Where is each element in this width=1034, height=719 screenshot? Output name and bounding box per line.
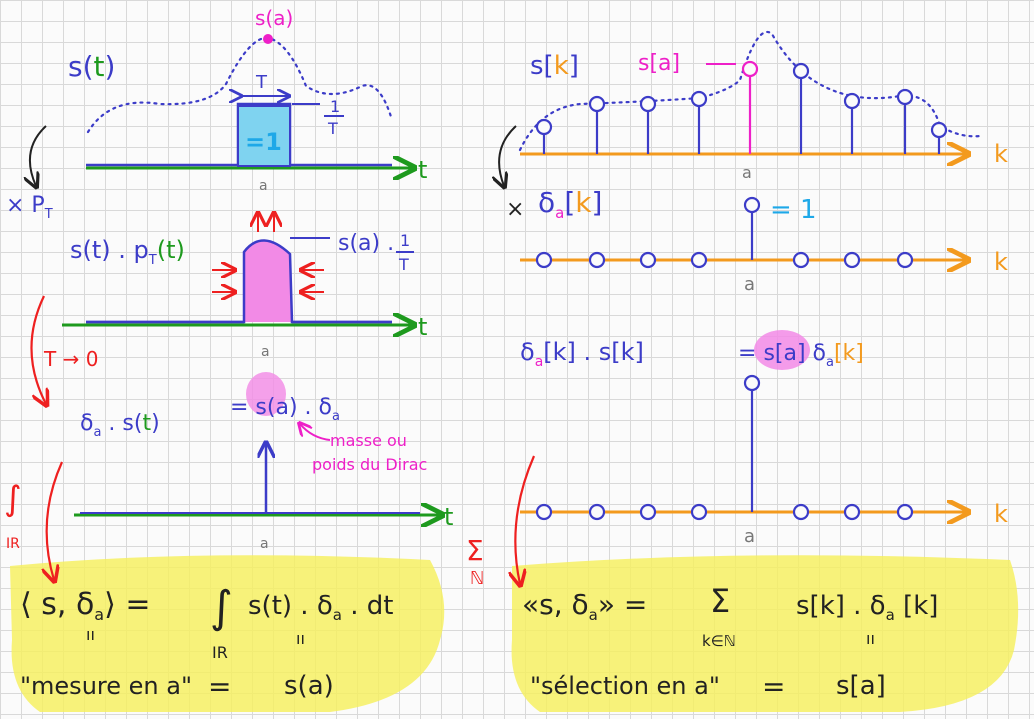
product-pulse	[86, 239, 392, 324]
highlight-s-a-right	[754, 330, 810, 370]
formula-left-integral-sub: IR	[212, 643, 228, 662]
eq-mark-left-1: ıı	[86, 625, 95, 644]
tick-a-right-1: a	[742, 163, 752, 182]
formula-left-integral: ∫	[210, 582, 233, 633]
formula-left-line2-eq: =	[208, 670, 231, 703]
formula-left-line1: ⟨ s, δa⟩ =	[20, 587, 151, 624]
window-box	[237, 105, 291, 167]
curved-arrow-sum	[515, 455, 536, 584]
label-s-of-t: s(t)	[68, 50, 115, 83]
samples-row1	[535, 62, 948, 154]
zero-samples-row3	[535, 503, 914, 521]
label-s-k: s[k]	[530, 51, 579, 81]
curved-arrow-multiply-right	[499, 125, 517, 186]
height-label-den: T	[327, 119, 338, 138]
note-line1: masse ou	[330, 431, 407, 450]
curved-arrow-integral	[47, 461, 64, 580]
formula-right-sum: Σ	[710, 582, 730, 620]
axis-t-label-2: t	[418, 313, 427, 341]
label-s-of-a: s(a)	[255, 6, 293, 30]
tick-a-right-3: a	[744, 526, 755, 547]
limit-label: T → 0	[43, 347, 98, 371]
integral-sub-left: IR	[6, 536, 20, 552]
curved-arrow-limit	[30, 295, 46, 404]
tick-a-right-2: a	[744, 274, 755, 295]
formula-right-sum-sub: k∈ℕ	[702, 632, 736, 650]
axis-k-label-2: k	[994, 248, 1008, 276]
height-label-num: 1	[330, 97, 340, 116]
value-den: T	[398, 255, 409, 274]
formula-left-line2-label: "mesure en a"	[20, 672, 192, 700]
mult-label-right: ×	[506, 197, 524, 222]
sum-sign-right: Σ	[466, 534, 484, 567]
curved-arrow-multiply	[30, 125, 47, 186]
value-num: 1	[400, 231, 410, 250]
sample-a-magenta	[741, 60, 759, 78]
axis-t-label-3: t	[444, 503, 453, 531]
zero-samples-row2	[535, 251, 914, 269]
window-pulse	[86, 102, 392, 167]
highlight-s-of-a	[246, 372, 286, 416]
formula-left-line2-rhs: s(a)	[284, 671, 334, 701]
formula-left-integrand: s(t) . δa . dt	[248, 591, 393, 624]
integral-sign-left: ∫	[4, 479, 22, 519]
formula-right-line2-eq: =	[762, 670, 785, 703]
tick-a-3: a	[260, 536, 269, 552]
width-label: T	[255, 72, 268, 93]
product-label-left: s(t) . pT(t)	[70, 236, 185, 268]
delta-label-left: δa . s(t)	[80, 411, 160, 440]
mult-label-left: × PT	[6, 193, 53, 222]
delta-label-right: δa[k]	[538, 186, 602, 222]
tick-a-2: a	[261, 344, 270, 360]
formula-right-line1: «s, δa» =	[522, 588, 647, 624]
value-label: s(a) .	[338, 231, 394, 256]
product-equation-right: = s[a] δa[k]	[738, 341, 864, 370]
eq-mark-right: ıı	[866, 629, 875, 648]
formula-right-line2-rhs: s[a]	[836, 671, 886, 701]
axis-k-label-3: k	[994, 500, 1008, 528]
tick-a-1: a	[259, 178, 268, 194]
axis-t-label-1: t	[418, 156, 427, 184]
unit-sample	[743, 196, 761, 214]
sum-sub-right: ℕ	[470, 568, 484, 589]
box-label: =1	[245, 128, 282, 156]
axis-k-label-1: k	[994, 140, 1008, 168]
eq-mark-left-2: ıı	[296, 629, 305, 648]
formula-right-summand: s[k] . δa [k]	[796, 591, 938, 624]
dirac-equation: = s(a) . δa	[230, 395, 340, 424]
delta-value-label: = 1	[770, 195, 817, 225]
label-s-a: s[a]	[638, 51, 680, 76]
product-label-right: δa[k] . s[k]	[520, 338, 644, 370]
sample-point-magenta	[263, 34, 273, 44]
note-line2: poids du Dirac	[312, 455, 427, 474]
selected-sample	[743, 374, 761, 392]
highlight-right	[511, 555, 1019, 712]
formula-right-line2-label: "sélection en a"	[530, 672, 720, 700]
highlight-left	[10, 555, 445, 712]
